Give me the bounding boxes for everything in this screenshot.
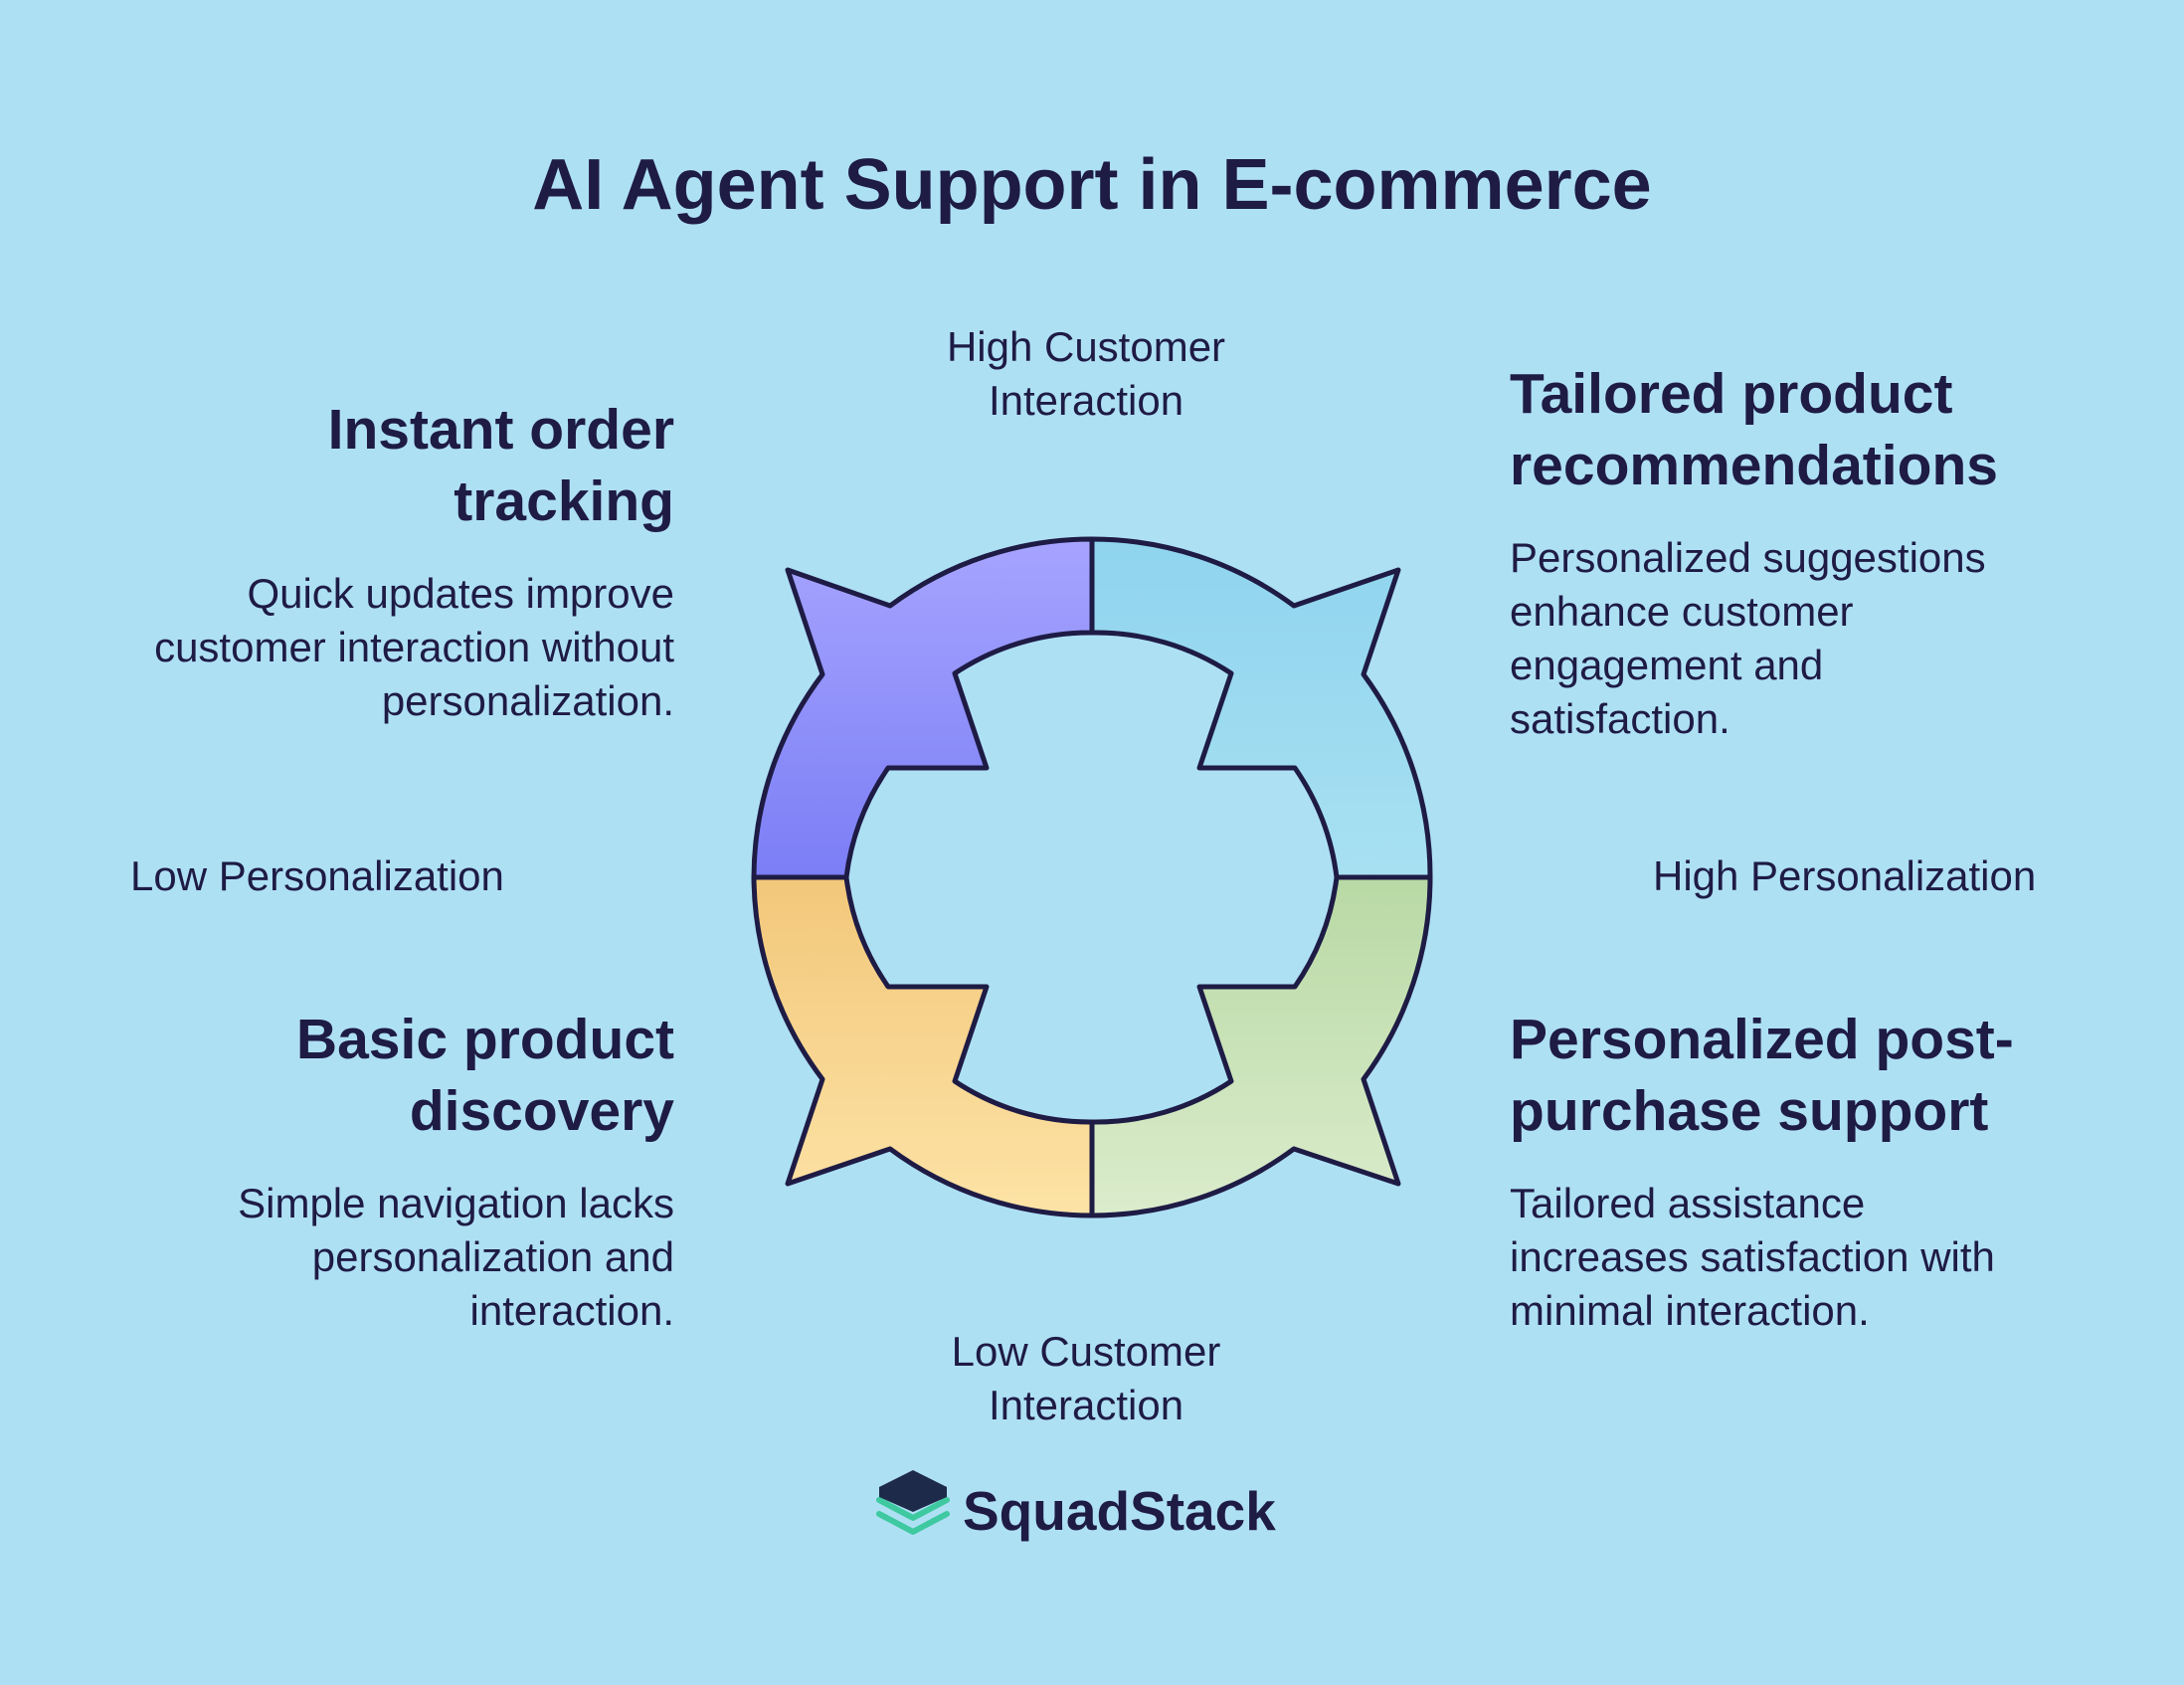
axis-label-left: Low Personalization <box>130 852 504 899</box>
stacked-layers-logo-icon <box>876 1470 950 1535</box>
axis-label-top: High Customer Interaction <box>946 323 1226 424</box>
quadrant-bottom-right: Personalized post- purchase support Tail… <box>1510 1004 2146 1338</box>
cycle-segment-top-left <box>751 536 1095 880</box>
quadrant-description: Personalized suggestions enhance custome… <box>1510 534 1986 742</box>
quadrant-heading: Personalized post- purchase support <box>1510 1008 2014 1143</box>
cycle-segment-bottom-right <box>1089 874 1433 1218</box>
page-title: AI Agent Support in E-commerce <box>532 145 1652 225</box>
quadrant-bottom-left: Basic product discovery Simple navigatio… <box>0 1004 674 1338</box>
quadrant-heading: Basic product discovery <box>295 1008 674 1143</box>
cycle-segment-bottom-left <box>751 874 1095 1218</box>
axis-label-bottom: Low Customer Interaction <box>951 1328 1221 1428</box>
quadrant-heading: Instant order tracking <box>327 398 674 533</box>
quadrant-description: Quick updates improve customer interacti… <box>154 570 674 724</box>
cycle-segment-top-right <box>1089 536 1433 880</box>
brand-name: SquadStack <box>963 1480 1276 1542</box>
axis-label-right: High Personalization <box>1653 852 2037 899</box>
quadrant-description: Simple navigation lacks personalization … <box>238 1180 674 1334</box>
quadrant-heading: Tailored product recommendations <box>1510 362 1998 497</box>
quadrant-description: Tailored assistance increases satisfacti… <box>1510 1180 1995 1334</box>
quadrant-top-right: Tailored product recommendations Persona… <box>1510 358 2126 746</box>
quadrant-top-left: Instant order tracking Quick updates imp… <box>0 394 674 728</box>
